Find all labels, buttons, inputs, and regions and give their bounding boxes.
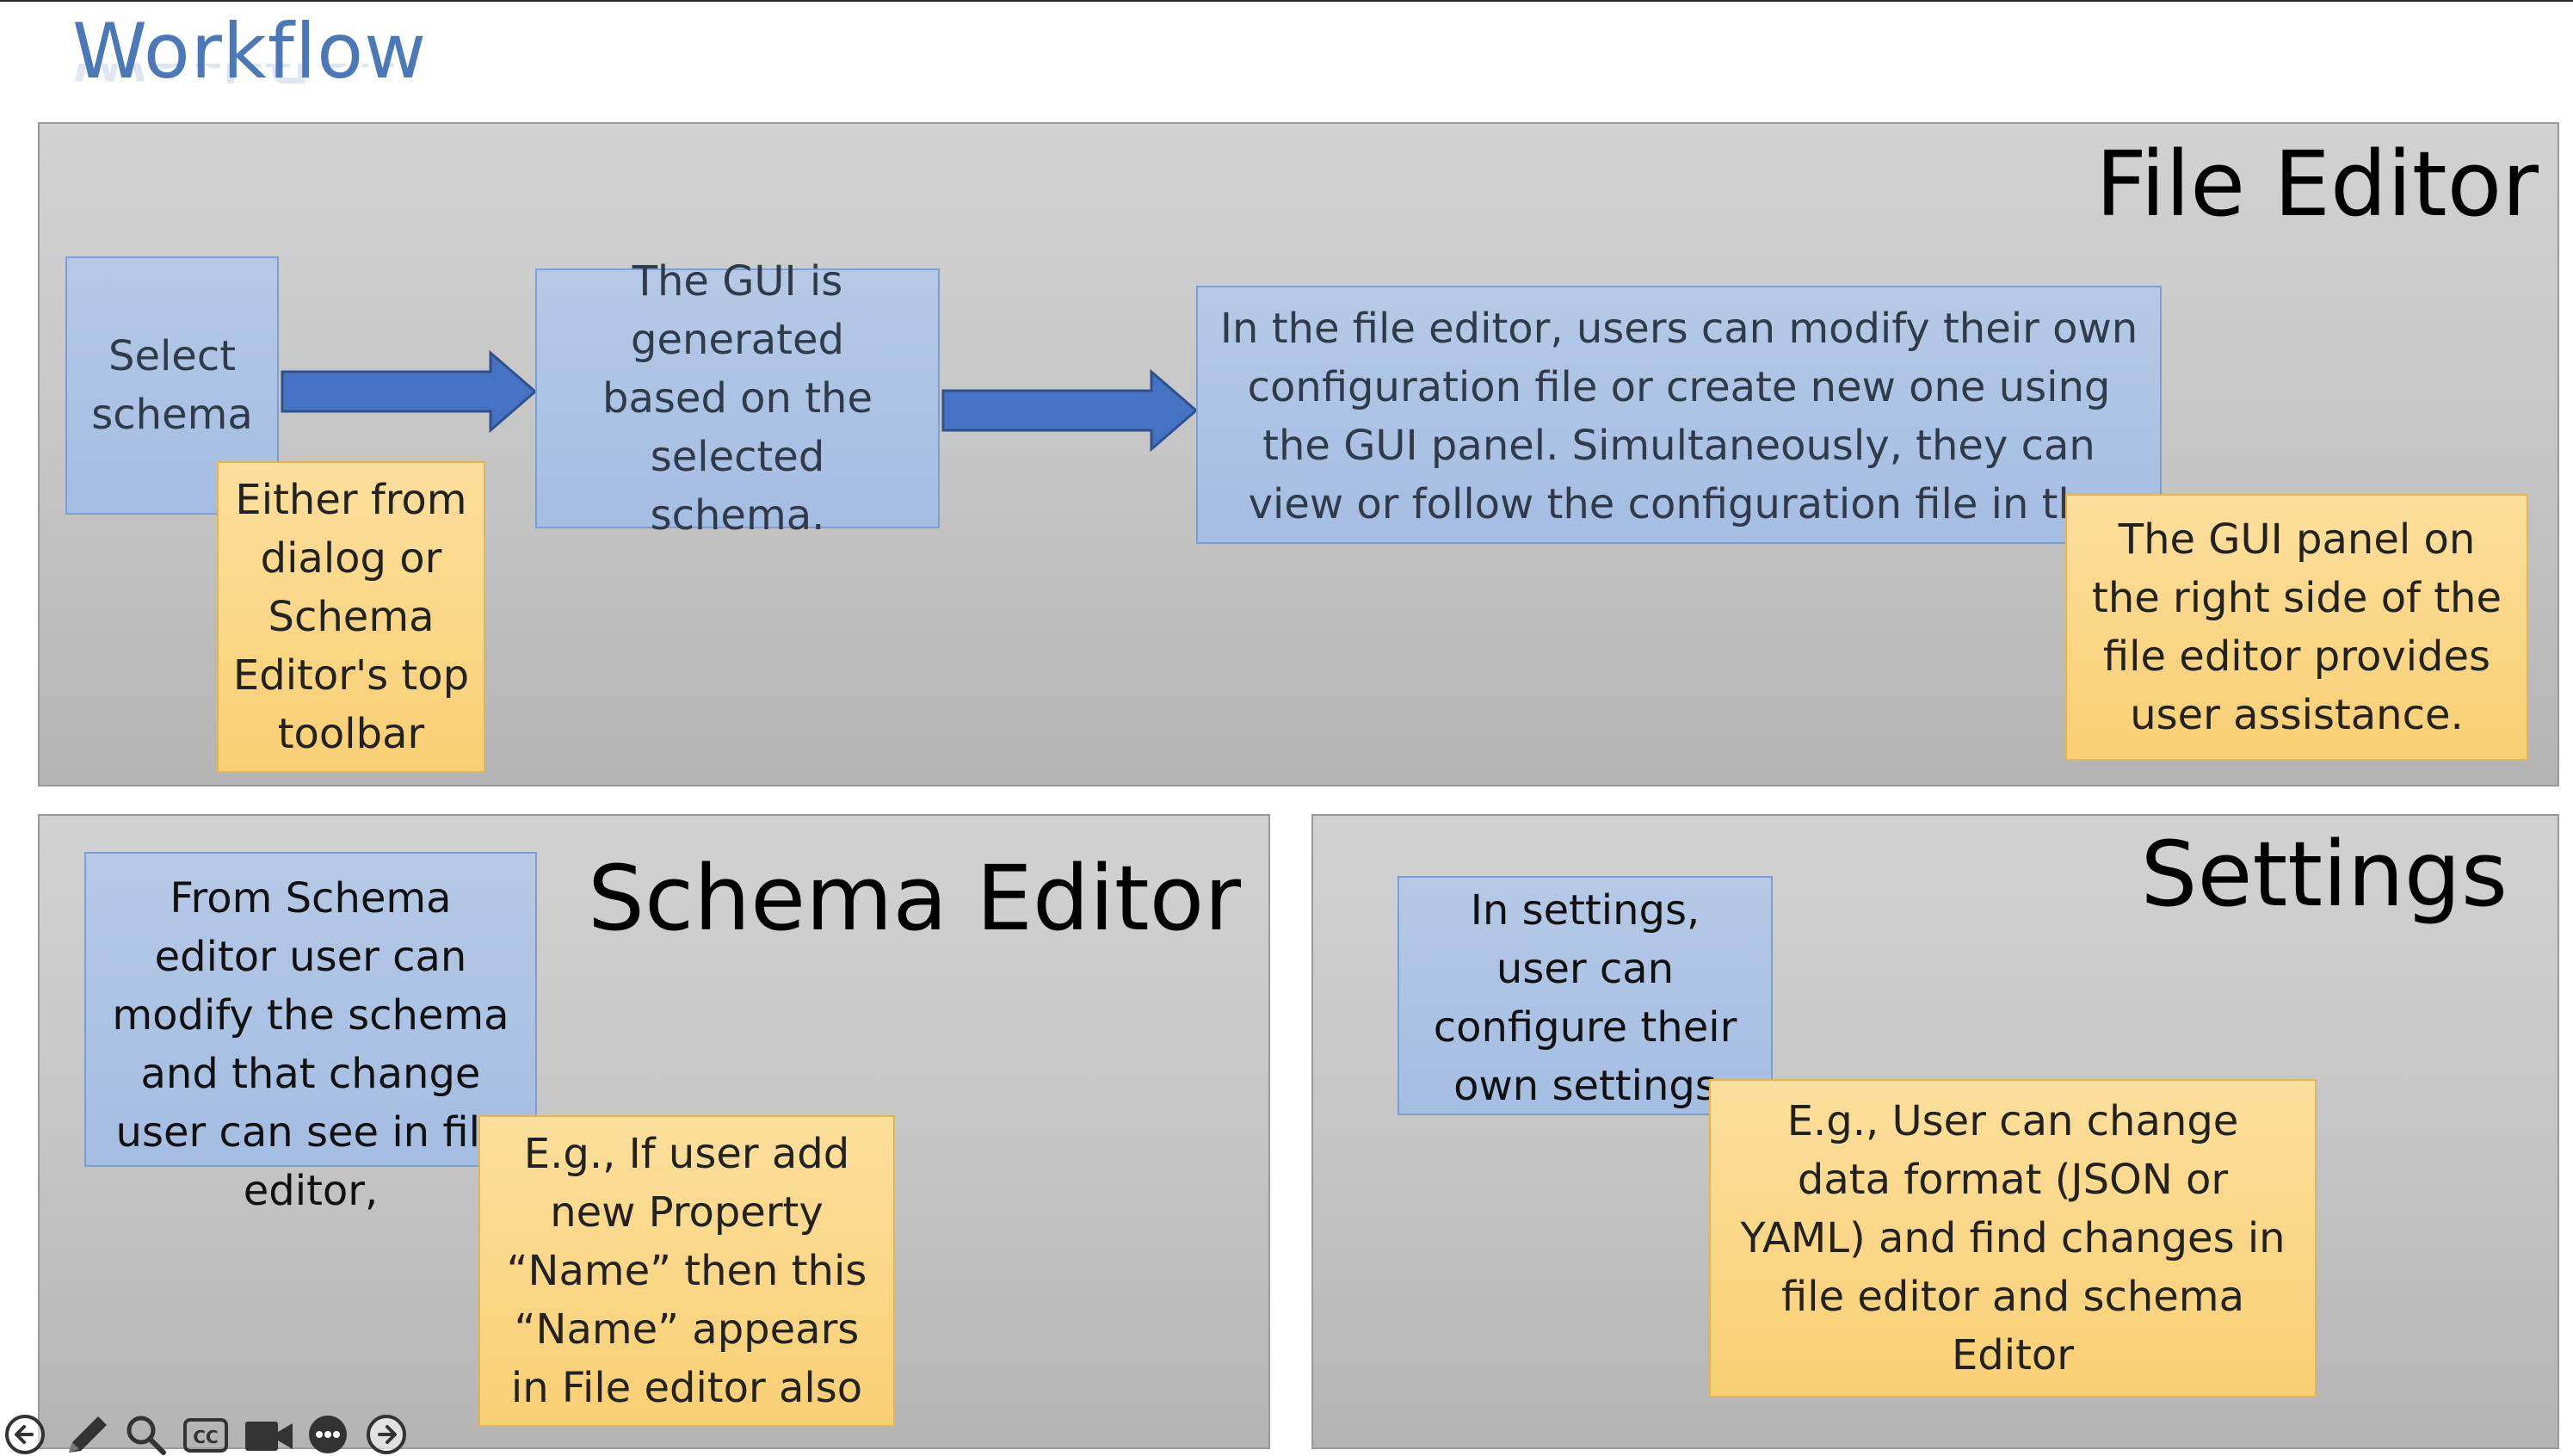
captions-icon[interactable]: CC [182, 1413, 231, 1456]
gui-generated-box: The GUI is generated based on the select… [535, 257, 940, 540]
schema-editor-description-box: From Schema editor user can modify the s… [84, 852, 537, 1215]
arrow-1 [281, 349, 538, 434]
pen-icon[interactable] [64, 1413, 112, 1456]
prev-icon[interactable] [3, 1413, 46, 1456]
svg-text:CC: CC [193, 1427, 218, 1447]
gui-panel-note: The GUI panel on the right side of the f… [2065, 494, 2528, 761]
settings-description-box: In settings, user can configure their ow… [1398, 876, 1773, 1115]
slide-title-reflection: Workflow [72, 64, 420, 89]
schema-source-note: Either from dialog or Schema Editor's to… [217, 461, 485, 773]
settings-title: Settings [2140, 822, 2508, 927]
presenter-toolbar: CC [0, 1410, 447, 1455]
schema-editor-example-note: E.g., If user add new Property “Name” th… [478, 1115, 895, 1427]
slide-title: Workflow [72, 7, 428, 96]
schema-editor-title: Schema Editor [588, 846, 1241, 951]
file-editor-title: File Editor [2095, 132, 2539, 237]
top-border [0, 0, 2573, 2]
camera-icon[interactable] [243, 1413, 296, 1456]
arrow-2 [941, 368, 1199, 453]
next-icon[interactable] [365, 1413, 411, 1456]
settings-example-note: E.g., User can change data format (JSON … [1709, 1079, 2317, 1397]
zoom-icon[interactable] [124, 1413, 170, 1456]
more-icon[interactable] [306, 1413, 353, 1456]
file-editor-description-box: In the file editor, users can modify the… [1196, 286, 2162, 544]
